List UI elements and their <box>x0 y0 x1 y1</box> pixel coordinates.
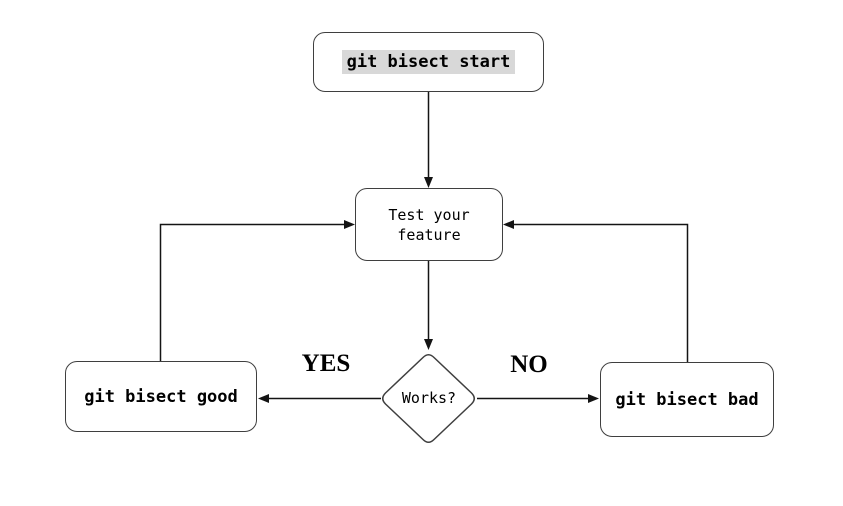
arrowheads <box>258 177 599 403</box>
arrowhead-into-test-right <box>503 220 514 229</box>
test-node: Test your feature <box>355 188 503 261</box>
decision-node <box>382 354 475 443</box>
start-node: git bisect start <box>313 32 544 92</box>
arrowhead-into-works-top <box>424 339 433 350</box>
edge-bad-to-test <box>514 223 689 362</box>
good-node-label: git bisect good <box>84 386 238 407</box>
arrowhead-into-good-right <box>258 394 269 403</box>
arrowhead-into-test-top <box>424 177 433 188</box>
start-node-label: git bisect start <box>341 50 516 74</box>
connector-lines <box>159 92 689 400</box>
good-node: git bisect good <box>65 361 257 432</box>
edge-good-to-test <box>159 223 344 361</box>
decision-node-shape <box>382 354 475 443</box>
test-node-label: Test your feature <box>388 205 470 244</box>
bad-node: git bisect bad <box>600 362 774 437</box>
arrowhead-into-bad-left <box>588 394 599 403</box>
decision-node-label: Works? <box>401 389 457 407</box>
bad-node-label: git bisect bad <box>615 389 759 410</box>
yes-edge-label: YES <box>301 350 351 377</box>
no-edge-label: NO <box>510 351 548 378</box>
arrowhead-into-test-left <box>344 220 355 229</box>
